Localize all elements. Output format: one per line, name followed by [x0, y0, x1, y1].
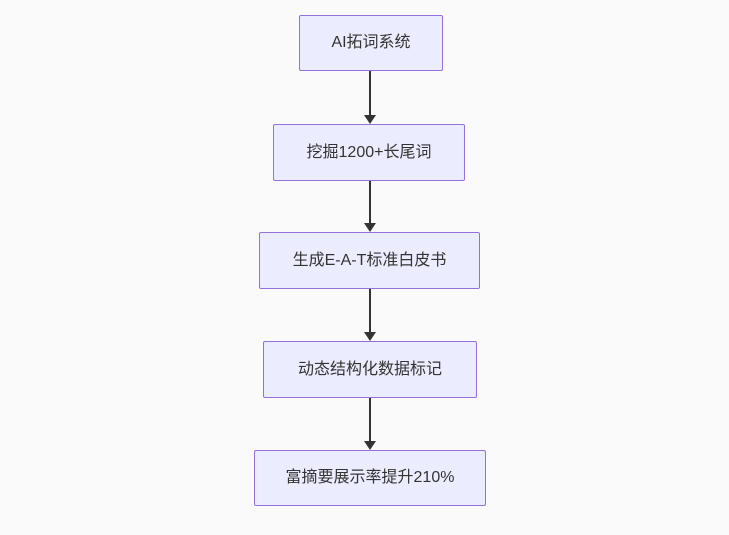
- flow-node-rich-snippet-rate-increase: 富摘要展示率提升210%: [254, 450, 486, 506]
- flow-node-mine-longtail-keywords: 挖掘1200+长尾词: [273, 124, 465, 181]
- arrow-head: [364, 332, 376, 341]
- arrow-line: [369, 71, 371, 115]
- arrow-line: [369, 398, 371, 441]
- arrow-head: [364, 223, 376, 232]
- node-label: AI拓词系统: [331, 34, 411, 52]
- node-label: 动态结构化数据标记: [297, 360, 442, 378]
- node-label: 生成E-A-T标准白皮书: [292, 251, 447, 269]
- arrow-down-icon: [363, 289, 377, 341]
- flow-node-generate-eat-whitepaper: 生成E-A-T标准白皮书: [259, 232, 480, 289]
- flow-node-ai-word-expansion-system: AI拓词系统: [299, 15, 443, 71]
- arrow-line: [369, 289, 371, 332]
- arrow-down-icon: [363, 398, 377, 450]
- flow-node-dynamic-structured-data-markup: 动态结构化数据标记: [263, 341, 477, 398]
- arrow-down-icon: [363, 181, 377, 232]
- arrow-line: [369, 181, 371, 223]
- arrow-head: [364, 441, 376, 450]
- arrow-head: [364, 115, 376, 124]
- node-label: 富摘要展示率提升210%: [285, 469, 455, 487]
- node-label: 挖掘1200+长尾词: [306, 143, 432, 161]
- arrow-down-icon: [363, 71, 377, 124]
